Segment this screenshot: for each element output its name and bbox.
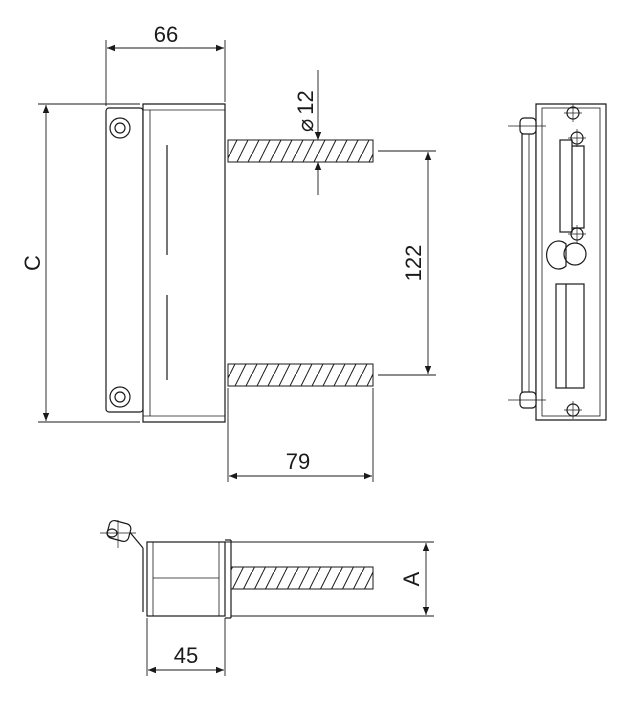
screw-top-icon xyxy=(109,117,131,139)
side-pin-bottom-icon xyxy=(508,391,546,409)
dimension-a: A xyxy=(225,541,434,617)
side-screw-top-icon xyxy=(564,104,582,122)
dim-c-label: C xyxy=(20,255,45,271)
dimension-diameter-12: ⌀ 12 xyxy=(293,70,325,195)
dimension-79: 79 xyxy=(227,388,374,482)
dimension-66: 66 xyxy=(105,22,226,106)
side-screw-mid-icon xyxy=(568,225,586,243)
side-screw-bottom-icon xyxy=(564,401,582,419)
dim-45-label: 45 xyxy=(174,643,198,668)
side-view xyxy=(508,103,607,421)
housing xyxy=(142,103,226,423)
front-view xyxy=(105,103,374,423)
dim-79-label: 79 xyxy=(286,449,310,474)
dim-12-label: 12 xyxy=(293,90,318,114)
svg-text:⌀12: ⌀ 12 xyxy=(293,90,318,132)
dimension-122: 122 xyxy=(378,150,436,376)
side-screw-upper-icon xyxy=(568,129,586,147)
bottom-view xyxy=(100,519,374,619)
dim-a-label: A xyxy=(399,571,424,586)
dimension-45: 45 xyxy=(146,618,226,676)
diameter-symbol: ⌀ xyxy=(293,119,318,132)
bottom-housing xyxy=(146,541,226,617)
bottom-lug xyxy=(127,529,144,612)
side-pin-top-icon xyxy=(508,117,546,135)
dim-122-label: 122 xyxy=(401,245,426,282)
side-housing xyxy=(535,103,607,421)
mounting-plate xyxy=(105,107,144,413)
screw-bottom-icon xyxy=(109,386,131,408)
dim-66-label: 66 xyxy=(154,22,178,47)
dimension-c: C xyxy=(20,103,140,423)
